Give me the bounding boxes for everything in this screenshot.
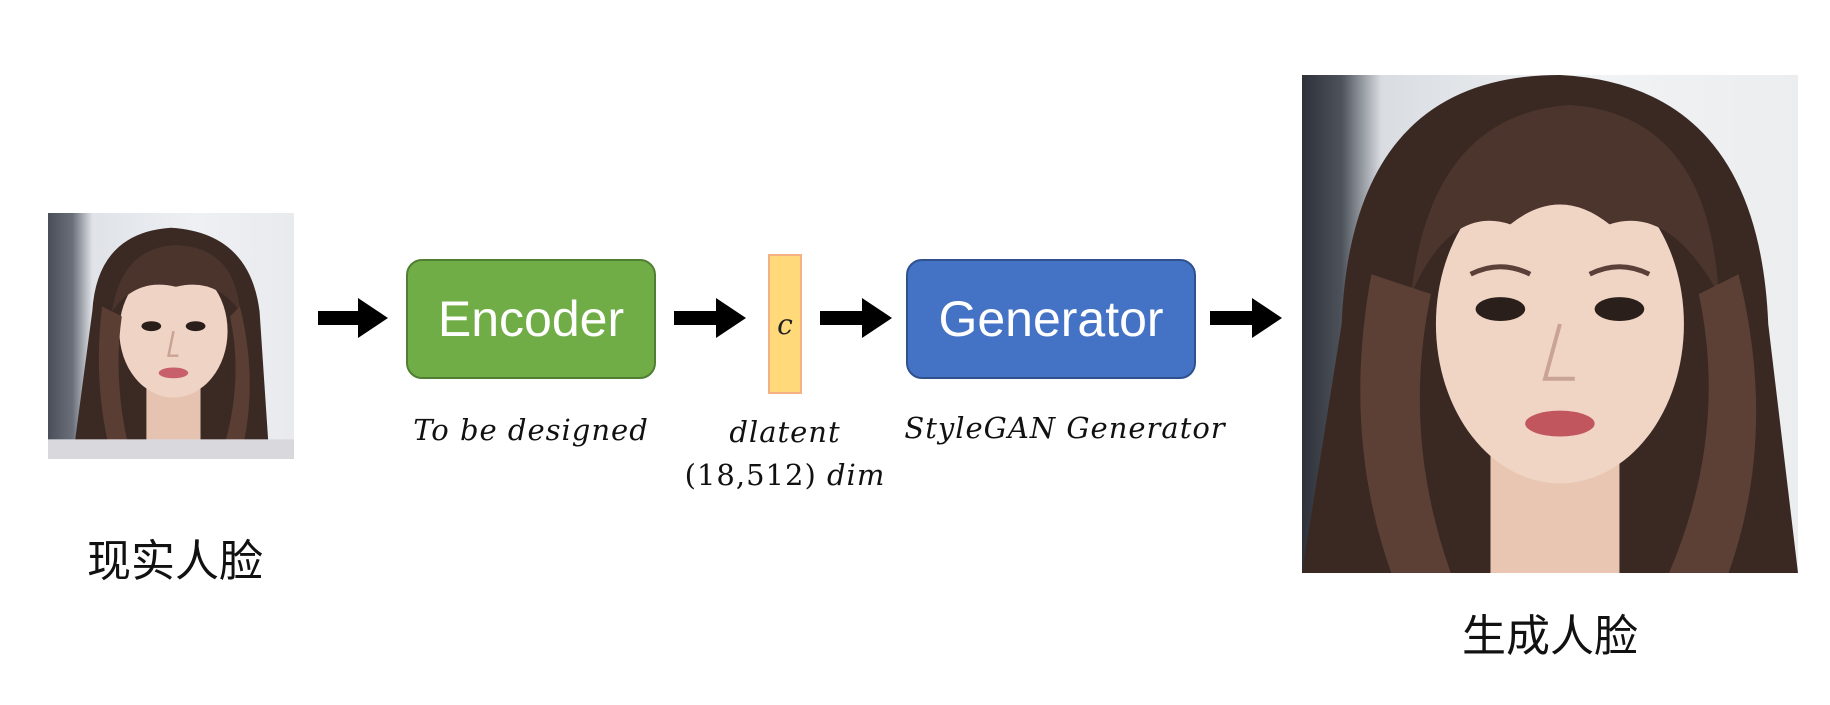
real-face-photo — [48, 213, 294, 459]
generated-face-caption: 生成人脸 — [1462, 611, 1638, 662]
arrow-right-icon — [674, 298, 746, 338]
latent-unit: dim — [826, 458, 886, 492]
arrow-right-icon — [820, 298, 892, 338]
arrow-right-icon — [318, 298, 388, 338]
generator-label: Generator — [938, 291, 1164, 347]
generator-note: StyleGAN Generator — [904, 411, 1226, 445]
latent-shape: (18,512) — [684, 458, 817, 492]
latent-shape-label: (18,512) dim — [660, 458, 910, 492]
encoder-label: Encoder — [437, 291, 625, 347]
arrow-right-icon — [1210, 298, 1282, 338]
latent-vector: c — [768, 254, 802, 394]
generated-face-photo — [1302, 75, 1798, 573]
latent-name: dlatent — [729, 415, 841, 449]
latent-symbol: c — [777, 307, 793, 341]
encoder-block: Encoder — [406, 259, 656, 379]
real-face-caption: 现实人脸 — [87, 536, 263, 587]
generator-block: Generator — [906, 259, 1196, 379]
encoder-note: To be designed — [413, 413, 649, 447]
